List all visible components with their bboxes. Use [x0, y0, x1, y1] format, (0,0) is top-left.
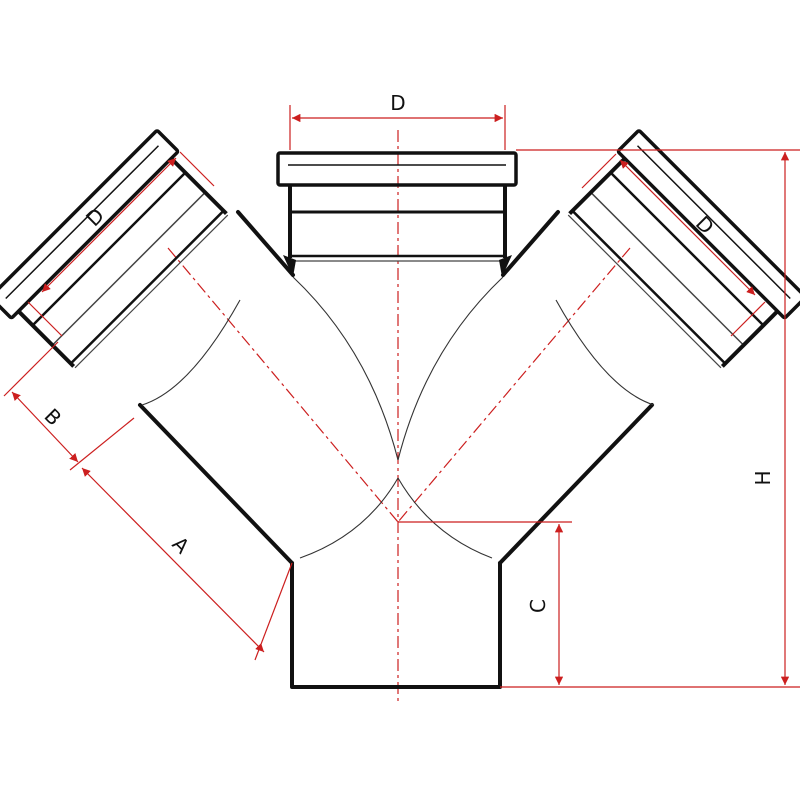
- dim-d-left-ext-2: [27, 301, 63, 337]
- top-socket-neck-left: [283, 255, 296, 277]
- left-lower-wall: [138, 403, 294, 565]
- fitting-body: [138, 210, 654, 689]
- right-branch-center-line: [397, 247, 631, 523]
- dimension-labels: D H C D D B A: [40, 91, 775, 613]
- left-branch-center-line: [167, 247, 399, 523]
- right-lower-wall: [498, 403, 654, 565]
- dim-b-line: [11, 391, 79, 463]
- left-socket-ring-1: [17, 157, 173, 313]
- left-socket-wall-a: [17, 309, 76, 368]
- intersection-curve-right-branch: [555, 299, 655, 406]
- left-socket: [0, 129, 229, 369]
- dim-d-right-ext-1: [581, 153, 617, 189]
- top-socket-rim: [276, 151, 518, 187]
- left-socket-rim: [0, 129, 180, 320]
- label-d-top: D: [390, 91, 405, 115]
- dim-ab-ext-mid: [69, 417, 135, 471]
- dim-d-right-line: [619, 159, 756, 296]
- top-socket-neck-right: [499, 255, 512, 277]
- bottom-outlet-outline: [290, 561, 502, 689]
- right-socket: [567, 129, 800, 369]
- right-socket-wall-a: [568, 157, 627, 216]
- center-lines: [167, 130, 631, 705]
- label-a: A: [168, 532, 195, 559]
- dim-a-line: [81, 467, 265, 653]
- label-h: H: [751, 470, 775, 485]
- dim-d-left-ext-1: [179, 151, 215, 187]
- top-socket: [276, 151, 518, 277]
- dim-d-left-line: [41, 157, 177, 293]
- left-socket-ring-3: [51, 191, 206, 346]
- left-crotch-wall: [236, 210, 295, 277]
- intersection-curves: [141, 276, 655, 559]
- label-c: C: [526, 599, 550, 613]
- dim-d-right-ext-2: [730, 301, 766, 337]
- dim-ab-ext-bottom: [254, 562, 293, 661]
- right-socket-ring-3: [590, 191, 745, 346]
- dim-ab-ext-socket: [3, 341, 59, 397]
- left-socket-wall-b: [169, 157, 228, 216]
- intersection-curve-lower-left: [299, 477, 399, 559]
- intersection-curve-upper-left: [292, 276, 399, 461]
- intersection-curve-left-branch: [141, 299, 241, 406]
- right-crotch-wall: [501, 210, 560, 277]
- intersection-curve-lower-right: [397, 477, 493, 559]
- dimensions: [3, 105, 800, 688]
- right-socket-wall-b: [720, 309, 779, 368]
- intersection-curve-upper-right: [397, 276, 504, 461]
